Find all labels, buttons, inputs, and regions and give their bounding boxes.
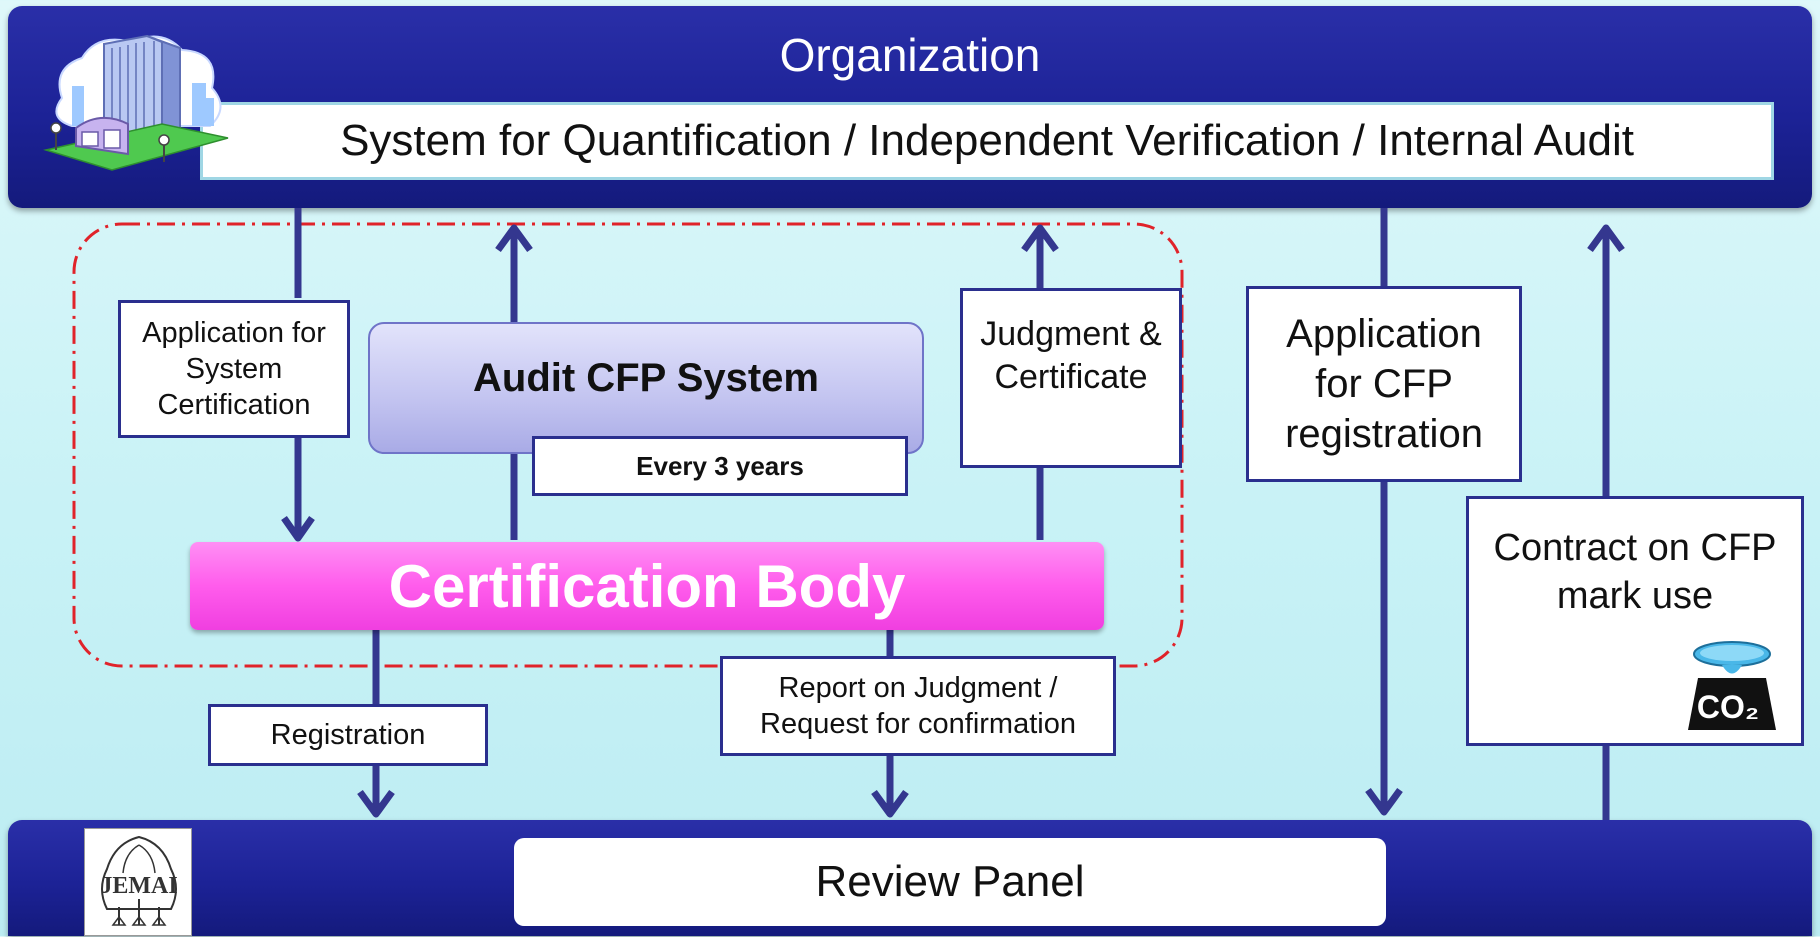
organization-title: Organization xyxy=(779,29,1041,81)
certification-body: Certification Body xyxy=(190,542,1104,630)
audit-frequency-label: Every 3 years xyxy=(532,436,908,496)
building-icon xyxy=(42,28,232,178)
report-judgment-label: Report on Judgment / Request for confirm… xyxy=(720,656,1116,756)
jemai-logo: JEMAI xyxy=(84,828,192,936)
application-cfp-registration-label: Application for CFP registration xyxy=(1246,286,1522,482)
judgment-certificate-label: Judgment & Certificate xyxy=(960,288,1182,468)
registration-label: Registration xyxy=(208,704,488,766)
review-panel-label: Review Panel xyxy=(514,838,1386,926)
co2-mark-text: CO₂ xyxy=(1697,689,1759,725)
system-label: System for Quantification / Independent … xyxy=(200,102,1774,180)
application-system-certification-label: Application for System Certification xyxy=(118,300,350,438)
co2-mark-icon: CO₂ xyxy=(1684,638,1780,734)
audit-cfp-system: Audit CFP System xyxy=(368,322,924,454)
jemai-logo-text: JEMAI xyxy=(100,873,177,899)
